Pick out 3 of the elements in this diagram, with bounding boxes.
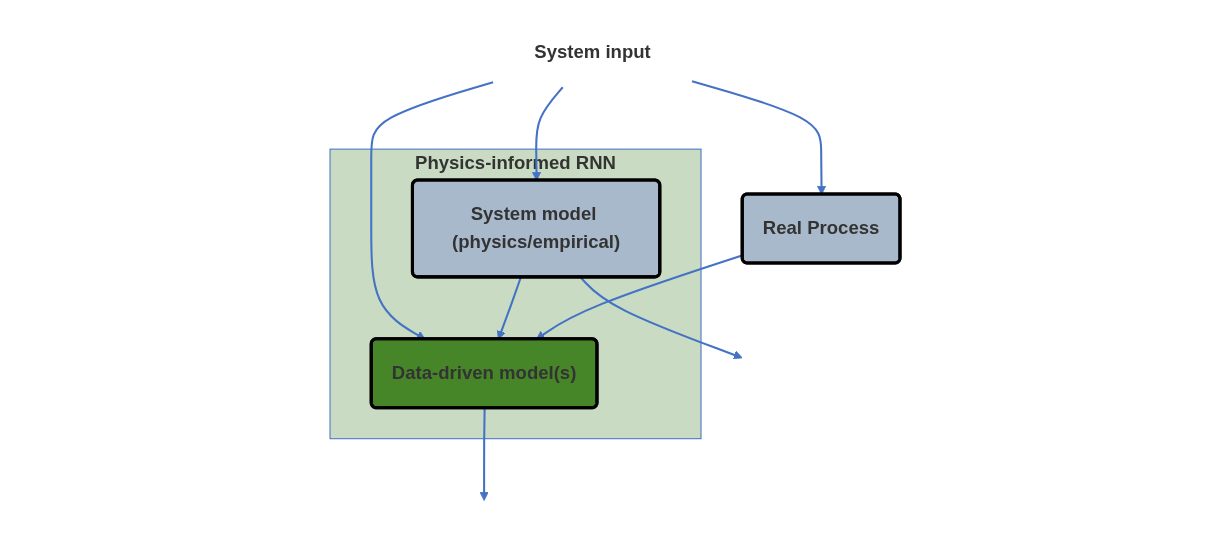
node-text: System input bbox=[533, 41, 651, 63]
arrow bbox=[479, 407, 489, 501]
arrow bbox=[579, 276, 743, 359]
